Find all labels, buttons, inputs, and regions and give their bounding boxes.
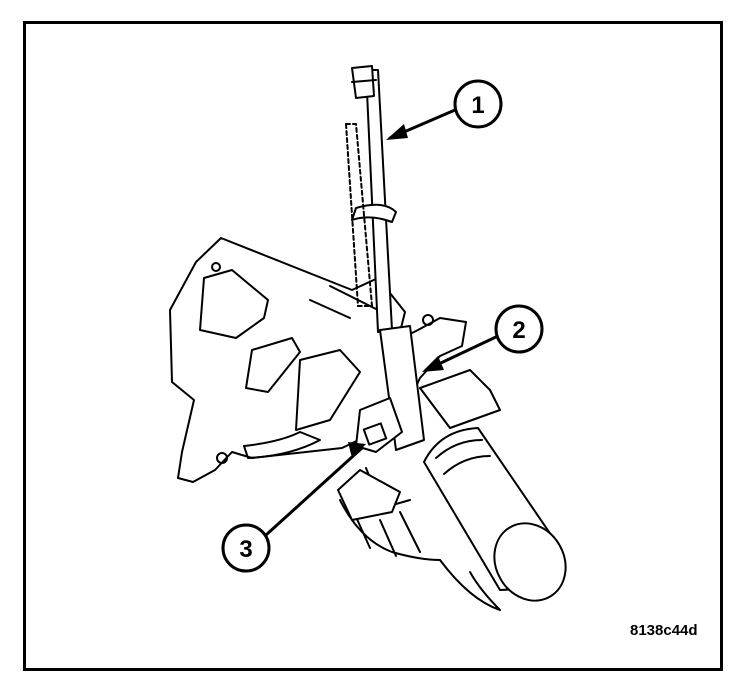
arrowhead-3 xyxy=(348,442,366,458)
arrowhead-1 xyxy=(386,124,408,140)
bracket-cutout-middle xyxy=(245,337,301,393)
bracket-hole-right xyxy=(422,314,434,326)
callout-2-number: 2 xyxy=(512,317,525,344)
callout-2: 2 xyxy=(494,304,544,354)
wiring-harness xyxy=(339,467,441,561)
harness-loop xyxy=(439,559,501,611)
bracket-hole-top xyxy=(211,262,221,272)
bracket-cutout-upper xyxy=(199,269,269,339)
figure-code: 8138c44d xyxy=(630,622,698,639)
bracket-flange xyxy=(295,349,361,431)
callout-1-number: 1 xyxy=(471,92,484,119)
leader-line-3 xyxy=(264,446,364,537)
shaft-end-yoke xyxy=(351,65,377,99)
motor-end-cap xyxy=(493,522,567,602)
tilt-lever-clip xyxy=(362,422,388,446)
shaft-tube-left xyxy=(345,123,373,307)
connector-block xyxy=(337,469,401,521)
callout-3-number: 3 xyxy=(239,536,252,563)
bracket-slot-lower xyxy=(243,431,321,459)
motor-stripes xyxy=(435,439,491,475)
motor-housing xyxy=(419,369,501,429)
callout-3: 3 xyxy=(221,523,271,573)
arrowhead-2 xyxy=(422,356,444,372)
bracket-hole-left xyxy=(216,452,228,464)
callout-1: 1 xyxy=(453,79,503,129)
